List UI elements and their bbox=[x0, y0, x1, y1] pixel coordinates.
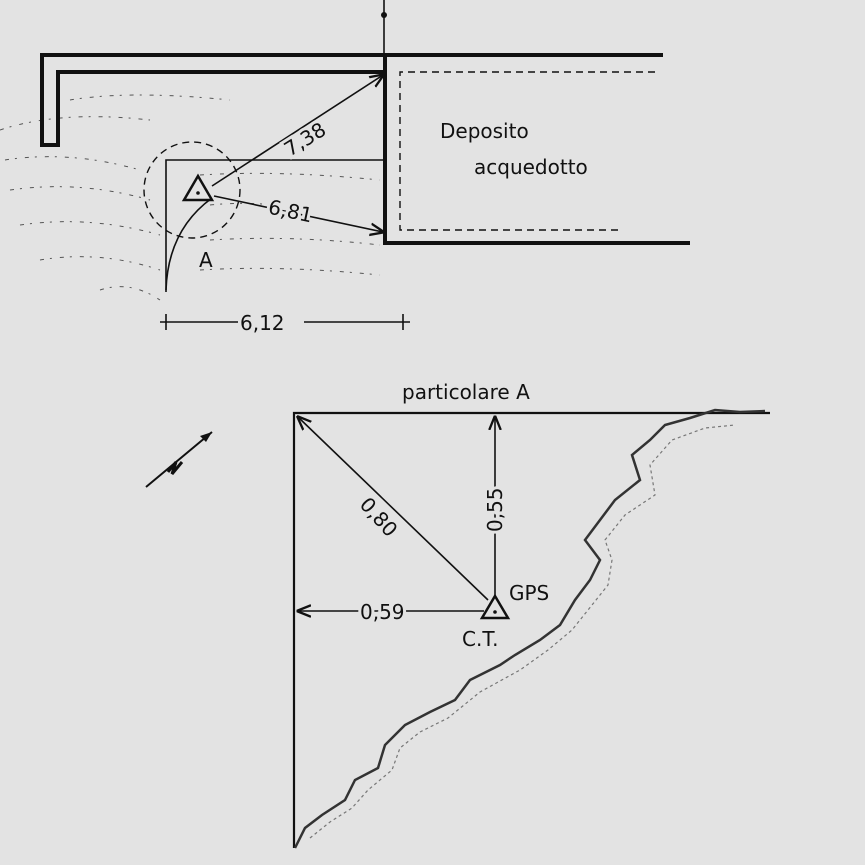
rock-edge-curve bbox=[165, 197, 213, 291]
north-arrow-icon bbox=[145, 431, 213, 488]
dim-label-vertical: 0,55 bbox=[483, 487, 507, 532]
dim-line-lower bbox=[213, 195, 383, 232]
wall-outline bbox=[40, 53, 663, 147]
building-dashed-outline bbox=[399, 71, 655, 231]
dim-line-diagonal bbox=[211, 75, 383, 187]
ct-label: C.T. bbox=[462, 627, 499, 651]
building-label: Deposito bbox=[440, 119, 529, 143]
dim-label-diagonal: 7,38 bbox=[280, 117, 330, 161]
building-wall bbox=[383, 55, 690, 245]
rock-edge bbox=[293, 408, 766, 849]
building-label: acquedotto bbox=[474, 155, 588, 179]
dim-label-horizontal: 0,59 bbox=[360, 600, 405, 624]
detail-circle bbox=[143, 141, 241, 239]
detail-view: particolare A 0,80 0,55 0,59 GPS C.T. bbox=[292, 380, 770, 849]
gps-label: GPS bbox=[509, 581, 549, 605]
vegetation-hatch bbox=[0, 94, 381, 301]
detail-title: particolare A bbox=[402, 380, 530, 404]
dim-label-width: 6,12 bbox=[240, 311, 285, 335]
dim-label-lower: 6,81 bbox=[266, 195, 315, 228]
dim-line-diagonal bbox=[298, 417, 489, 601]
rock-edge-texture bbox=[309, 424, 736, 839]
site-plan: Deposito acquedotto 7,38 6,81 A 6,12 bbox=[40, 0, 690, 335]
inner-boundary bbox=[165, 159, 385, 292]
axis-point bbox=[381, 12, 387, 18]
detail-corner bbox=[292, 411, 770, 848]
survey-point-icon bbox=[181, 173, 215, 202]
detail-marker-label: A bbox=[199, 248, 213, 272]
gps-point-icon bbox=[479, 593, 511, 620]
dim-label-diagonal: 0,80 bbox=[355, 492, 403, 541]
